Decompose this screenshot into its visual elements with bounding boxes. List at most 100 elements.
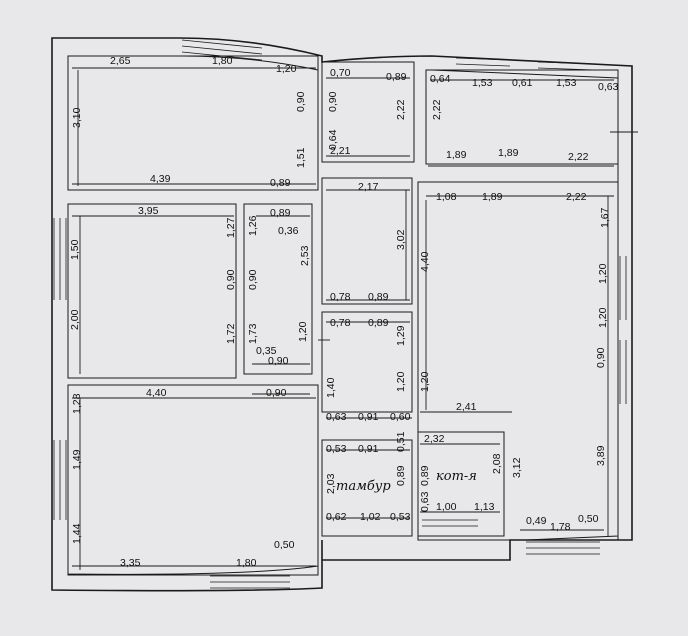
window-top-right-1 (455, 57, 511, 67)
dimension-label: 1,80 (236, 557, 257, 569)
dimension-label: 0,89 (395, 465, 407, 486)
dimension-label: 2,00 (69, 309, 81, 330)
dimension-label: 3,02 (395, 229, 407, 250)
dimension-label: 1,80 (212, 55, 233, 67)
dimension-label: 0,50 (578, 513, 599, 525)
dimension-label: 1,20 (419, 371, 431, 392)
dimension-label: 2,17 (358, 181, 379, 193)
dimension-label: 0,35 (256, 345, 277, 357)
dimension-label: 0,60 (390, 411, 411, 423)
room-top-right (425, 69, 619, 165)
window-top-left (181, 39, 263, 61)
dimension-label: 1,49 (71, 449, 83, 470)
dimension-label: 1,28 (71, 393, 83, 414)
dimension-label: 0,91 (358, 411, 379, 423)
dimension-label: 1,78 (550, 521, 571, 533)
dimension-label: 2,08 (491, 453, 503, 474)
dimension-label: 0,53 (326, 443, 347, 455)
dimension-label: 4,40 (419, 251, 431, 272)
room-vestibule (321, 439, 413, 537)
room-label-vestibule: тамбур (336, 479, 391, 494)
dimension-label: 2,53 (299, 245, 311, 266)
room-corridor (243, 203, 313, 375)
outer-wall (51, 37, 633, 592)
dimension-label: 0,91 (358, 443, 379, 455)
dimension-label: 2,21 (330, 145, 351, 157)
dimension-label: 0,89 (270, 177, 291, 189)
room-bottom-left (67, 384, 319, 576)
dimension-label: 0,61 (512, 77, 533, 89)
dimension-label: 1,20 (297, 321, 309, 342)
dimension-label: 0,64 (430, 73, 451, 85)
dimension-label: 3,12 (511, 457, 523, 478)
dimension-label: 0,89 (368, 291, 389, 303)
dimension-label: 3,95 (138, 205, 159, 217)
dimension-label: 0,63 (598, 81, 619, 93)
dimension-label: 1,00 (436, 501, 457, 513)
dimension-label: 2,65 (110, 55, 131, 67)
window-left-middle (53, 218, 67, 300)
dimension-label: 1,40 (325, 377, 337, 398)
dimension-label: 2,32 (424, 433, 445, 445)
dimension-label: 1,51 (295, 147, 307, 168)
dimension-label: 2,22 (431, 99, 443, 120)
dimension-label: 0,90 (595, 347, 607, 368)
dimension-label: 1,02 (360, 511, 381, 523)
dimension-label: 1,44 (71, 523, 83, 544)
dimension-label: 4,40 (146, 387, 167, 399)
dimension-label: 1,89 (446, 149, 467, 161)
dimension-label: 0,63 (419, 491, 431, 512)
room-bath (321, 311, 413, 413)
dimension-label: 0,89 (270, 207, 291, 219)
dimension-label: 1,20 (597, 263, 609, 284)
dimension-label: 1,20 (597, 307, 609, 328)
dimension-label: 2,22 (395, 99, 407, 120)
dimension-label: 1,08 (436, 191, 457, 203)
room-top-middle (321, 61, 415, 163)
window-boiler (422, 519, 478, 527)
dimension-label: 1,29 (395, 325, 407, 346)
dimension-label: 0,90 (225, 269, 237, 290)
window-right-2 (619, 340, 627, 404)
window-bottom-right (526, 541, 600, 555)
dimension-label: 1,53 (556, 77, 577, 89)
outer-wall-inner (67, 55, 619, 575)
dimension-label: 1,89 (498, 147, 519, 159)
dimension-label: 1,20 (395, 371, 407, 392)
dimension-label: 0,90 (327, 91, 339, 112)
dimension-label: 1,73 (247, 323, 259, 344)
dimension-label: 0,89 (419, 465, 431, 486)
room-center (321, 177, 413, 305)
window-right-1 (619, 256, 627, 320)
dimension-label: 1,27 (225, 217, 237, 238)
dimension-label: 2,22 (566, 191, 587, 203)
dimension-label: 1,13 (474, 501, 495, 513)
dimension-label: 0,89 (368, 317, 389, 329)
dimension-label: 0,89 (386, 71, 407, 83)
dimension-label: 1,72 (225, 323, 237, 344)
dimension-label: 4,39 (150, 173, 171, 185)
dimension-label: 0,78 (330, 317, 351, 329)
room-left-middle (67, 203, 237, 379)
dimension-label: 0,90 (247, 269, 259, 290)
dimension-label: 0,53 (390, 511, 411, 523)
dimension-label: 1,50 (69, 239, 81, 260)
dimension-label: 2,41 (456, 401, 477, 413)
windows (53, 39, 627, 589)
dimension-label: 0,36 (278, 225, 299, 237)
dimension-label: 1,26 (247, 215, 259, 236)
dimension-label: 0,63 (326, 411, 347, 423)
dimension-label: 0,78 (330, 291, 351, 303)
dimension-label: 0,50 (274, 539, 295, 551)
dimension-label: 2,03 (325, 473, 337, 494)
room-right-large (417, 181, 619, 541)
dimension-label: 1,53 (472, 77, 493, 89)
room-boiler (417, 431, 505, 537)
dimension-label: 3,10 (71, 107, 83, 128)
window-top-right-2 (537, 61, 597, 71)
dimension-label: 3,35 (120, 557, 141, 569)
dimension-label: 0,49 (526, 515, 547, 527)
